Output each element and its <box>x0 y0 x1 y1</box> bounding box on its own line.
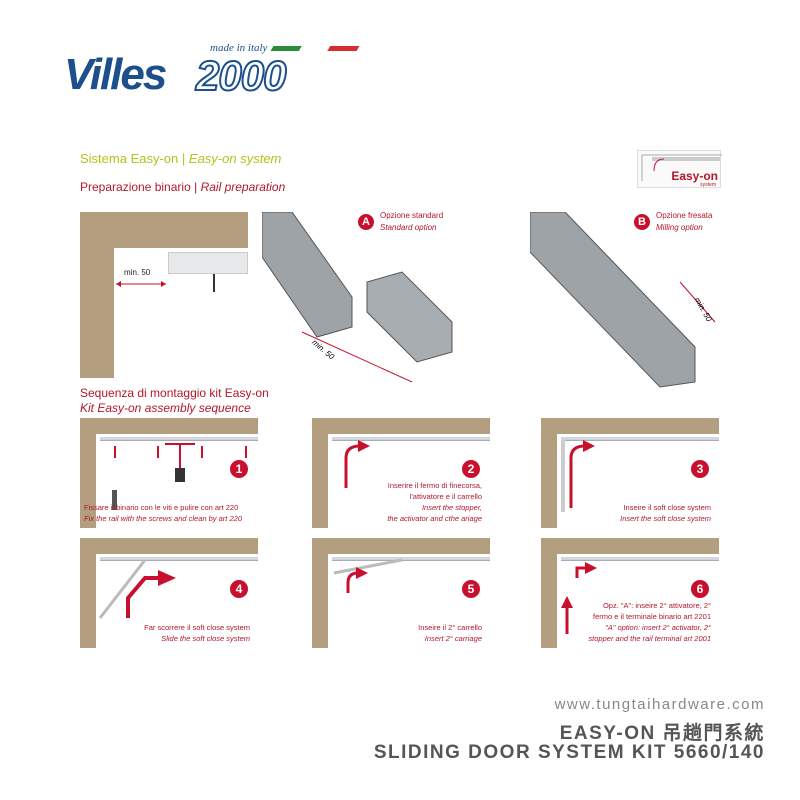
step-6-en: "A" option: insert 2° activator, 2° <box>605 623 711 632</box>
step-5-number: 5 <box>462 580 480 598</box>
step-1-it: Fissare il binario con le viti e pulire … <box>84 503 239 512</box>
step-2-it2: l'attivatore e il carrello <box>409 492 482 501</box>
step-2-it: Inserire il fermo di finecorsa, <box>387 481 482 490</box>
sequence-en: Kit Easy-on assembly sequence <box>80 401 251 415</box>
step-6-number: 6 <box>691 580 709 598</box>
sequence-heading: Sequenza di montaggio kit Easy-on Kit Ea… <box>80 386 269 416</box>
system-heading: Sistema Easy-on | Easy-on system <box>80 151 281 166</box>
villes-logo: Villes 2000 made in italy <box>62 42 362 102</box>
step-4-number: 4 <box>230 580 248 598</box>
step-6-it2: fermo e il terminale binario art 2201 <box>593 612 711 621</box>
product-title-2: SLIDING DOOR SYSTEM KIT 5660/140 <box>373 742 765 763</box>
logo-brand: Villes <box>64 50 167 99</box>
rail-profile-standard <box>262 212 453 383</box>
step-5-it: Inseire il 2° carrello <box>418 623 482 632</box>
step-2-arrow <box>344 440 370 488</box>
system-it: Sistema Easy-on <box>80 151 179 166</box>
step-5-arrow <box>333 558 403 593</box>
italian-flag-stripe <box>270 46 360 51</box>
step-4-arrow <box>98 559 176 619</box>
rail-prep-heading: Preparazione binario | Rail preparation <box>80 180 285 194</box>
step-5-en: Insert 2° carriage <box>424 634 482 643</box>
step-4-en: Slide the soft close system <box>161 634 250 643</box>
easy-on-badge: Easy-on system <box>637 150 722 188</box>
system-en: Easy-on system <box>188 151 282 166</box>
option-a: A Opzione standard Standard option <box>358 210 443 234</box>
step-6-panel: 6 Opz. "A": inseire 2° attivatore, 2° fer… <box>541 538 719 648</box>
logo-tagline: made in italy <box>210 42 268 54</box>
step-1-number: 1 <box>230 460 248 478</box>
badge-title: Easy-on <box>671 169 718 183</box>
option-b-badge: B <box>634 214 650 230</box>
website-url: www.tungtaihardware.com <box>554 696 765 713</box>
badge-subtitle: system <box>700 182 716 188</box>
option-a-it: Opzione standard <box>380 211 444 220</box>
prep-en: Rail preparation <box>200 180 286 194</box>
step-1-panel: 1 Fissare il binario con le viti e pulir… <box>80 418 258 528</box>
option-b-it: Opzione fresata <box>656 211 713 220</box>
step-3-it: Inseire il soft close system <box>623 503 711 512</box>
option-b: B Opzione fresata Milling option <box>634 210 712 234</box>
step-1-en: Fix the rail with the screws and clean b… <box>84 514 242 523</box>
step-2-number: 2 <box>462 460 480 478</box>
rail-profile-milled <box>530 212 716 388</box>
step-1-arrows <box>112 443 247 510</box>
step-2-en2: the activator and cthe ariage <box>387 514 482 523</box>
sequence-it: Sequenza di montaggio kit Easy-on <box>80 386 269 400</box>
step-2-panel: 2 Inserire il fermo di finecorsa, l'attiv… <box>312 418 490 528</box>
step-2-en: Insert the stopper, <box>421 503 482 512</box>
sep: | <box>194 180 198 194</box>
min-dimension-label: min. 50 <box>124 268 151 277</box>
logo-number: 2000 <box>195 51 287 100</box>
wall-diagram: min. 50 <box>80 212 248 378</box>
option-a-en: Standard option <box>380 223 437 232</box>
product-title-1: EASY-ON 吊趟門系統 <box>559 723 765 744</box>
step-3-en: Insert the soft close system <box>620 514 711 523</box>
step-6-en2: stopper and the rail terminal art 2001 <box>588 634 711 643</box>
step-6-it: Opz. "A": inseire 2° attivatore, 2° <box>602 601 711 610</box>
option-a-badge: A <box>358 214 374 230</box>
step-3-number: 3 <box>691 460 709 478</box>
step-3-arrow <box>561 440 595 512</box>
option-b-en: Milling option <box>656 223 703 232</box>
sep: | <box>181 151 186 166</box>
step-4-it: Far scorrere il soft close system <box>144 623 250 632</box>
rail-corner-icon <box>641 154 722 181</box>
step-6-arrows <box>561 562 597 634</box>
prep-it: Preparazione binario <box>80 180 191 194</box>
